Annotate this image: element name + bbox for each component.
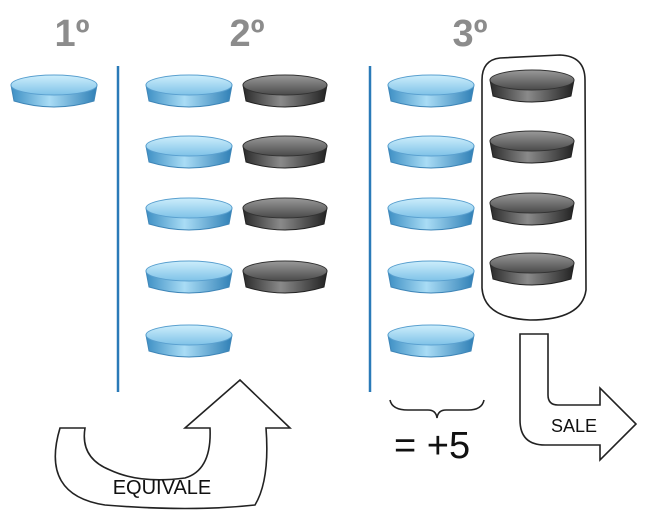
- brace: [389, 399, 485, 419]
- negative-counter: [242, 197, 328, 231]
- result-label: = +5: [394, 425, 470, 467]
- positive-counter: [145, 260, 233, 294]
- grouping-loop: [481, 54, 587, 321]
- positive-counter: [387, 197, 475, 231]
- positive-counter: [10, 74, 98, 108]
- positive-counter: [387, 260, 475, 294]
- negative-counter: [242, 74, 328, 108]
- positive-counter: [387, 324, 475, 358]
- equivale-label: EQUIVALE: [113, 477, 212, 499]
- positive-counter: [145, 324, 233, 358]
- sale-label: SALE: [551, 416, 597, 436]
- negative-counter: [242, 135, 328, 169]
- positive-counter: [145, 197, 233, 231]
- positive-counter: [387, 135, 475, 169]
- positive-counter: [145, 74, 233, 108]
- heading-step-3: 3º: [452, 13, 487, 55]
- positive-counter: [145, 135, 233, 169]
- heading-step-2: 2º: [229, 13, 264, 55]
- negative-counter: [489, 252, 575, 286]
- negative-counter: [489, 69, 575, 103]
- step1-counters: [10, 74, 98, 108]
- equivale-arrow: [54, 378, 292, 510]
- negative-counter: [489, 130, 575, 164]
- negative-counter: [489, 192, 575, 226]
- step3-counters: [387, 69, 575, 358]
- negative-counter: [242, 260, 328, 294]
- positive-counter: [387, 74, 475, 108]
- heading-step-1: 1º: [54, 13, 89, 55]
- sale-arrow: [519, 333, 638, 462]
- step2-counters: [145, 74, 328, 358]
